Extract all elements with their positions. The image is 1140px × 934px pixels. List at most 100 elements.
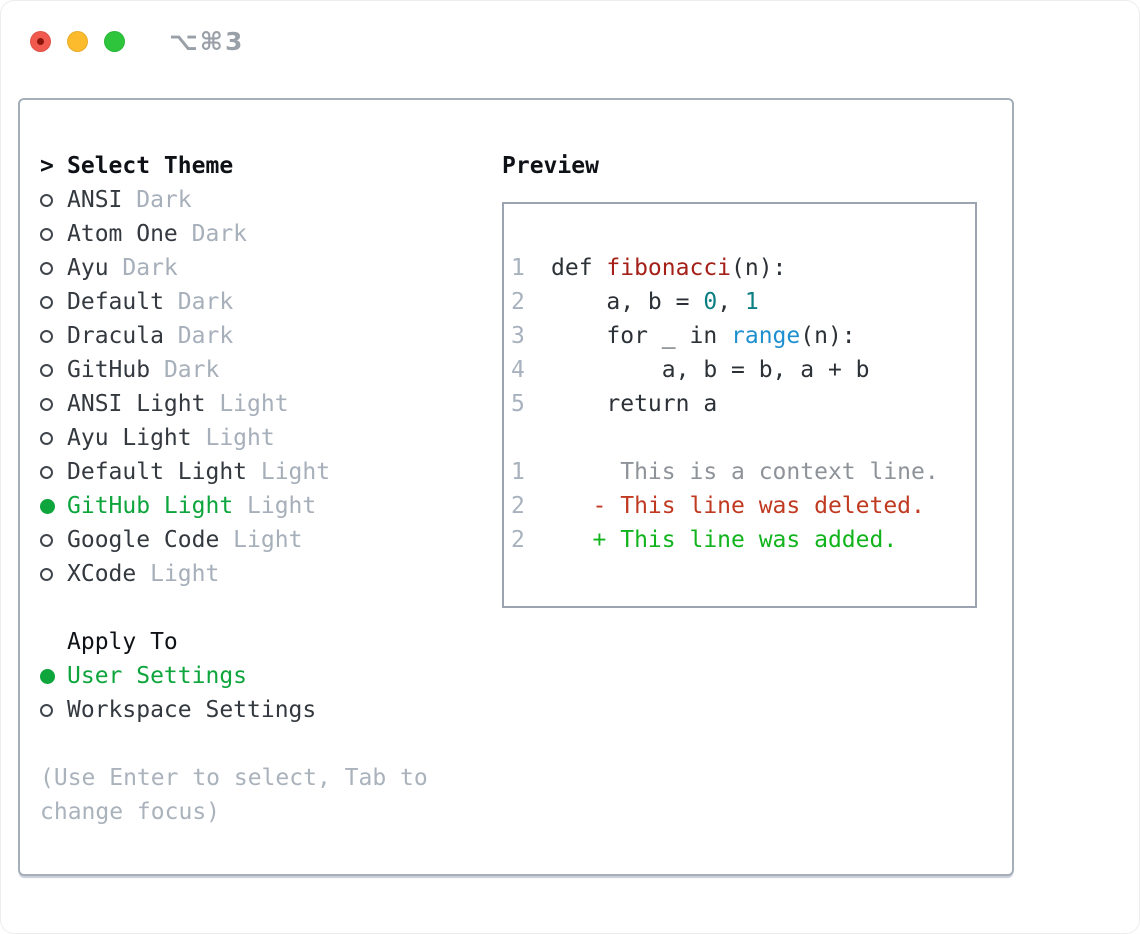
preview-line xyxy=(511,421,975,455)
theme-item-label: Default Light xyxy=(67,459,248,485)
zoom-button[interactable] xyxy=(104,31,125,52)
theme-item-xcode[interactable]: XCode Light xyxy=(40,557,502,591)
radio-unselected-icon xyxy=(40,227,67,241)
radio-unselected-icon xyxy=(40,431,67,445)
theme-item-label: GitHub Light xyxy=(67,493,234,519)
apply-option-label: Workspace Settings xyxy=(67,697,317,723)
radio-unselected-icon xyxy=(40,465,67,479)
theme-item-label: Atom One xyxy=(67,221,178,247)
theme-item-variant: Light xyxy=(136,561,220,587)
titlebar: ⌥⌘3 xyxy=(30,27,244,56)
theme-item-variant: Dark xyxy=(163,289,234,315)
radio-unselected-icon xyxy=(40,363,67,377)
preview-line: 2 a, b = 0, 1 xyxy=(511,285,975,319)
theme-item-variant: Dark xyxy=(163,323,234,349)
radio-unselected-icon xyxy=(40,329,67,343)
apply-option-user-settings[interactable]: User Settings xyxy=(40,659,502,693)
theme-item-default-light[interactable]: Default Light Light xyxy=(40,455,502,489)
apply-option-workspace-settings[interactable]: Workspace Settings xyxy=(40,693,502,727)
radio-unselected-icon xyxy=(40,295,67,309)
line-number: 1 xyxy=(511,255,525,281)
theme-item-label: Default xyxy=(67,289,164,315)
theme-item-github[interactable]: GitHub Dark xyxy=(40,353,502,387)
line-number: 2 xyxy=(511,527,525,553)
preview-line: 4 a, b = b, a + b xyxy=(511,353,975,387)
theme-item-github-light[interactable]: GitHub Light Light xyxy=(40,489,502,523)
theme-item-ayu-light[interactable]: Ayu Light Light xyxy=(40,421,502,455)
prompt-caret-icon: > xyxy=(40,153,54,179)
code-token: def xyxy=(551,255,607,281)
window-title: ⌥⌘3 xyxy=(169,27,245,56)
preview-title: Preview xyxy=(502,153,599,179)
spacer xyxy=(40,727,502,761)
theme-item-dracula[interactable]: Dracula Dark xyxy=(40,319,502,353)
code-token: , xyxy=(717,289,745,315)
code-token: fibonacci xyxy=(606,255,732,281)
theme-item-variant: Dark xyxy=(150,357,220,383)
theme-item-variant: Light xyxy=(205,391,289,417)
theme-item-google-code[interactable]: Google Code Light xyxy=(40,523,502,557)
line-number: 3 xyxy=(511,323,525,349)
theme-item-variant: Light xyxy=(233,493,317,519)
theme-item-atom-one[interactable]: Atom One Dark xyxy=(40,217,502,251)
theme-item-variant: Dark xyxy=(177,221,248,247)
theme-item-label: XCode xyxy=(67,561,137,587)
theme-item-label: ANSI Light xyxy=(67,391,206,417)
line-number: 2 xyxy=(511,289,525,315)
preview-line: 2 - This line was deleted. xyxy=(511,489,975,523)
preview-line: 5 return a xyxy=(511,387,975,421)
theme-item-ansi-light[interactable]: ANSI Light Light xyxy=(40,387,502,421)
code-token: This is a context line. xyxy=(551,459,939,485)
theme-item-variant: Light xyxy=(191,425,275,451)
code-token: a, b = xyxy=(551,289,704,315)
minimize-button[interactable] xyxy=(67,31,88,52)
theme-list-title: Select Theme xyxy=(67,153,234,179)
code-token: - This line was deleted. xyxy=(551,493,925,519)
code-token: return a xyxy=(551,391,718,417)
theme-item-label: Ayu Light xyxy=(67,425,192,451)
radio-unselected-icon xyxy=(40,193,67,207)
code-token: for _ in xyxy=(551,323,732,349)
theme-item-ansi[interactable]: ANSI Dark xyxy=(40,183,502,217)
radio-unselected-icon xyxy=(40,261,67,275)
code-token: (n): xyxy=(731,255,787,281)
code-token: range xyxy=(731,323,801,349)
theme-item-variant: Dark xyxy=(108,255,178,281)
theme-item-label: ANSI xyxy=(67,187,123,213)
radio-unselected-icon xyxy=(40,397,67,411)
theme-item-default[interactable]: Default Dark xyxy=(40,285,502,319)
theme-item-variant: Light xyxy=(247,459,331,485)
code-token: 1 xyxy=(744,289,759,315)
line-number: 4 xyxy=(511,357,525,383)
unsaved-changes-dot-icon xyxy=(37,38,44,45)
theme-item-variant: Light xyxy=(219,527,303,553)
code-token: a, b = b, a + b xyxy=(551,357,870,383)
hint-text: (Use Enter to select, Tab to change focu… xyxy=(40,765,428,825)
preview-header: Preview xyxy=(502,149,984,183)
line-number: 5 xyxy=(511,391,525,417)
theme-item-label: Google Code xyxy=(67,527,220,553)
theme-item-variant: Dark xyxy=(122,187,192,213)
radio-selected-icon xyxy=(40,498,67,514)
preview-line: 2 + This line was added. xyxy=(511,523,975,557)
radio-unselected-icon xyxy=(40,567,67,581)
apply-to-title: Apply To xyxy=(67,629,178,655)
preview-line: 3 for _ in range(n): xyxy=(511,319,975,353)
theme-item-ayu[interactable]: Ayu Dark xyxy=(40,251,502,285)
spacer xyxy=(40,591,502,625)
radio-selected-icon xyxy=(40,668,67,684)
preview-line: 1 This is a context line. xyxy=(511,455,975,489)
line-number: 2 xyxy=(511,493,525,519)
close-button[interactable] xyxy=(30,31,51,52)
radio-unselected-icon xyxy=(40,703,67,717)
apply-to-header: Apply To xyxy=(40,625,502,659)
code-token: + This line was added. xyxy=(551,527,898,553)
theme-list-header: > Select Theme xyxy=(40,149,502,183)
